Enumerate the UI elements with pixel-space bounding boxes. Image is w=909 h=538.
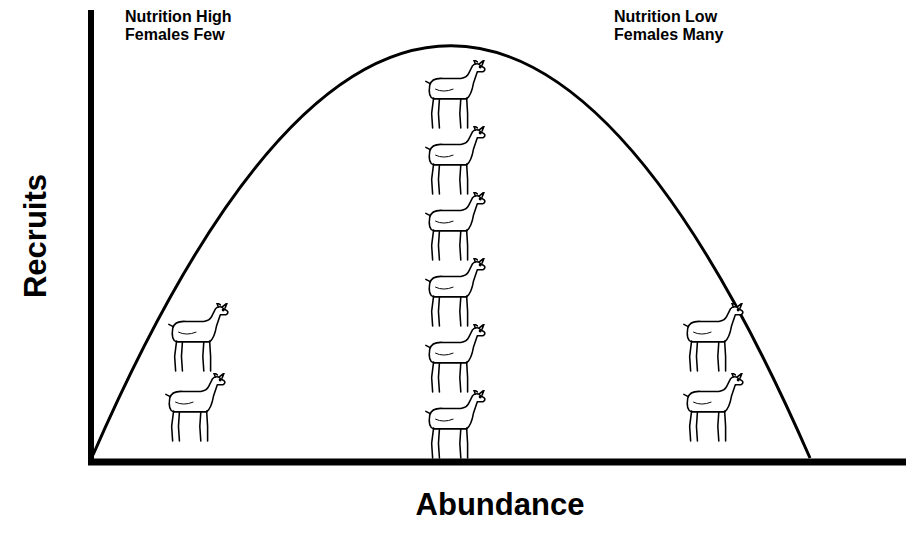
deer-right — [684, 302, 743, 441]
annotation: Nutrition High Females Few — [125, 8, 257, 43]
x-axis — [88, 459, 906, 466]
deer-middle — [426, 59, 485, 458]
axis-title: Recruits — [19, 174, 53, 298]
axis-title: Abundance — [416, 488, 585, 522]
y-axis — [88, 10, 94, 465]
annotation: Nutrition Low Females Many — [614, 8, 746, 43]
recruitment-curve — [93, 46, 810, 458]
deer-left — [166, 302, 228, 441]
